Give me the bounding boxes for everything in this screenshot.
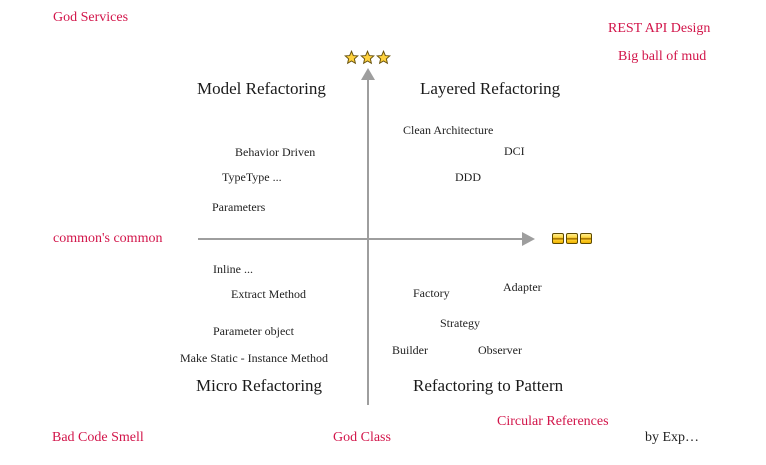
star-icon [344, 50, 359, 65]
node-extract-method: Extract Method [231, 287, 306, 301]
quadrant-title-refactoring-to-pattern: Refactoring to Pattern [413, 376, 564, 395]
node-clean-architecture: Clean Architecture [403, 123, 494, 137]
gold-bar-icon [552, 233, 564, 244]
star-icon [376, 50, 391, 65]
horizontal-axis-arrowhead-icon [522, 232, 535, 246]
corner-label-circular-references: Circular References [497, 414, 609, 429]
quadrant-title-micro-refactoring: Micro Refactoring [196, 376, 323, 395]
node-strategy: Strategy [440, 316, 480, 330]
node-ddd: DDD [455, 170, 481, 184]
node-parameters: Parameters [212, 200, 266, 214]
gold-bar-icon [566, 233, 578, 244]
node-observer: Observer [478, 343, 522, 357]
axis-top-rating [344, 50, 391, 65]
corner-label-big-ball-of-mud: Big ball of mud [618, 49, 707, 64]
node-dci: DCI [504, 144, 525, 158]
star-icon [360, 50, 375, 65]
quadrant-title-layered-refactoring: Layered Refactoring [420, 79, 561, 98]
gold-bar-icon [580, 233, 592, 244]
corner-label-rest-api-design: REST API Design [608, 21, 711, 36]
corner-label-god-services: God Services [53, 10, 129, 25]
axis-label-commons-common: common's common [53, 231, 163, 246]
quadrant-title-model-refactoring: Model Refactoring [197, 79, 326, 98]
axis-right-rating [552, 233, 592, 244]
node-adapter: Adapter [503, 280, 542, 294]
credit-label: by Exp… [645, 430, 700, 445]
node-parameter-object: Parameter object [213, 324, 294, 338]
vertical-axis-arrowhead-icon [361, 68, 375, 80]
corner-label-bad-code-smell: Bad Code Smell [52, 430, 144, 445]
node-make-static: Make Static - Instance Method [180, 351, 328, 365]
node-inline: Inline ... [213, 262, 253, 276]
node-builder: Builder [392, 343, 428, 357]
node-behavior-driven: Behavior Driven [235, 145, 316, 159]
horizontal-axis [198, 238, 524, 240]
vertical-axis [367, 79, 369, 405]
node-typetype: TypeType ... [222, 170, 282, 184]
node-factory: Factory [413, 286, 450, 300]
axis-label-god-class: God Class [333, 430, 391, 445]
